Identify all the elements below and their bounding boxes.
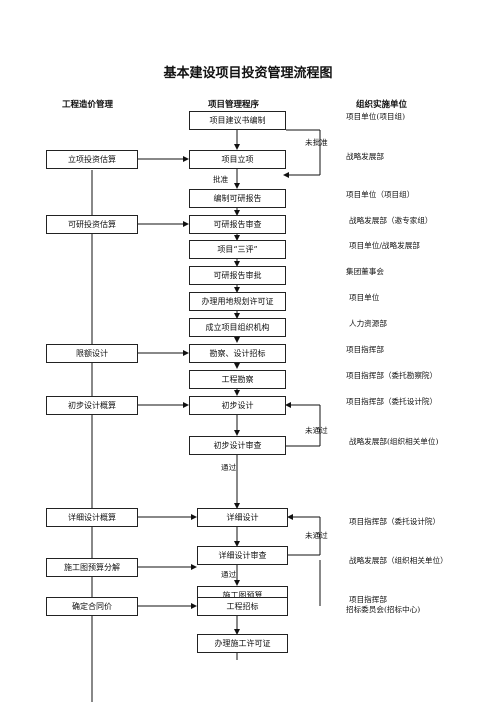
org-label-2: 战略发展部	[346, 152, 384, 161]
column-header-org: 组织实施单位	[356, 100, 408, 110]
org-label-12: 战略发展部(组织相关单位)	[349, 437, 439, 446]
box-feasibility-approval: 可研报告审批	[189, 266, 286, 285]
box-prelim-review: 初步设计审查	[189, 436, 286, 455]
org-label-6: 集团董事会	[346, 267, 384, 276]
edge-label-not-passed-2: 未通过	[305, 531, 328, 540]
box-detail-design: 详细设计	[197, 508, 288, 527]
org-label-10: 项目指挥部（委托勘察院）	[346, 371, 438, 380]
edge-label-not-passed-1: 未通过	[305, 426, 328, 435]
box-proposal: 项目建议书编制	[189, 111, 286, 130]
box-feasibility: 编制可研报告	[189, 189, 286, 208]
org-label-4: 战略发展部（邀专家组）	[349, 216, 433, 225]
org-label-13: 项目指挥部（委托设计院）	[349, 517, 441, 526]
box-three-reviews: 项目“三评”	[189, 240, 286, 259]
column-header-cost: 工程造价管理	[62, 100, 114, 110]
org-label-7: 项目单位	[349, 293, 380, 302]
box-tender: 工程招标	[197, 597, 288, 616]
box-estimate: 立项投资估算	[46, 150, 138, 169]
box-construction-permit: 办理施工许可证	[197, 634, 288, 653]
box-approval: 项目立项	[189, 150, 286, 169]
org-label-11: 项目指挥部（委托设计院）	[346, 397, 438, 406]
box-prelim-design: 初步设计	[189, 396, 286, 415]
edge-label-passed-2: 通过	[221, 570, 237, 579]
org-label-9: 项目指挥部	[346, 345, 384, 354]
box-survey: 工程勘察	[189, 370, 286, 389]
box-organization: 成立项目组织机构	[189, 318, 286, 337]
org-label-8: 人力资源部	[349, 319, 387, 328]
org-label-1: 项目单位(项目组)	[346, 112, 406, 121]
box-planning-permit: 办理用地规划许可证	[189, 292, 286, 311]
column-header-program: 项目管理程序	[208, 100, 260, 110]
org-label-14: 战略发展部（组织相关单位）	[349, 556, 448, 565]
box-prelim-budget: 初步设计概算	[46, 396, 138, 415]
org-label-15: 项目指挥部	[349, 595, 387, 604]
box-survey-tender: 勘察、设计招标	[189, 344, 286, 363]
edge-label-passed-1: 通过	[221, 463, 237, 472]
box-contract-price: 确定合同价	[46, 597, 138, 616]
box-construction-budget: 施工图预算分解	[46, 558, 138, 577]
box-feasibility-review: 可研报告审查	[189, 215, 286, 234]
edge-label-approved: 批准	[213, 175, 229, 184]
box-feasibility-estimate: 可研投资估算	[46, 215, 138, 234]
org-label-3: 项目单位（项目组）	[346, 190, 415, 199]
chart-title: 基本建设项目投资管理流程图	[163, 66, 333, 81]
box-detail-budget: 详细设计概算	[46, 508, 138, 527]
org-label-16: 招标委员会(招标中心)	[346, 605, 421, 614]
box-detail-review: 详细设计审查	[197, 546, 288, 565]
org-label-5: 项目单位/战略发展部	[349, 241, 420, 250]
box-limit-design: 限额设计	[46, 344, 138, 363]
edge-label-not-approved: 未批准	[305, 138, 328, 147]
